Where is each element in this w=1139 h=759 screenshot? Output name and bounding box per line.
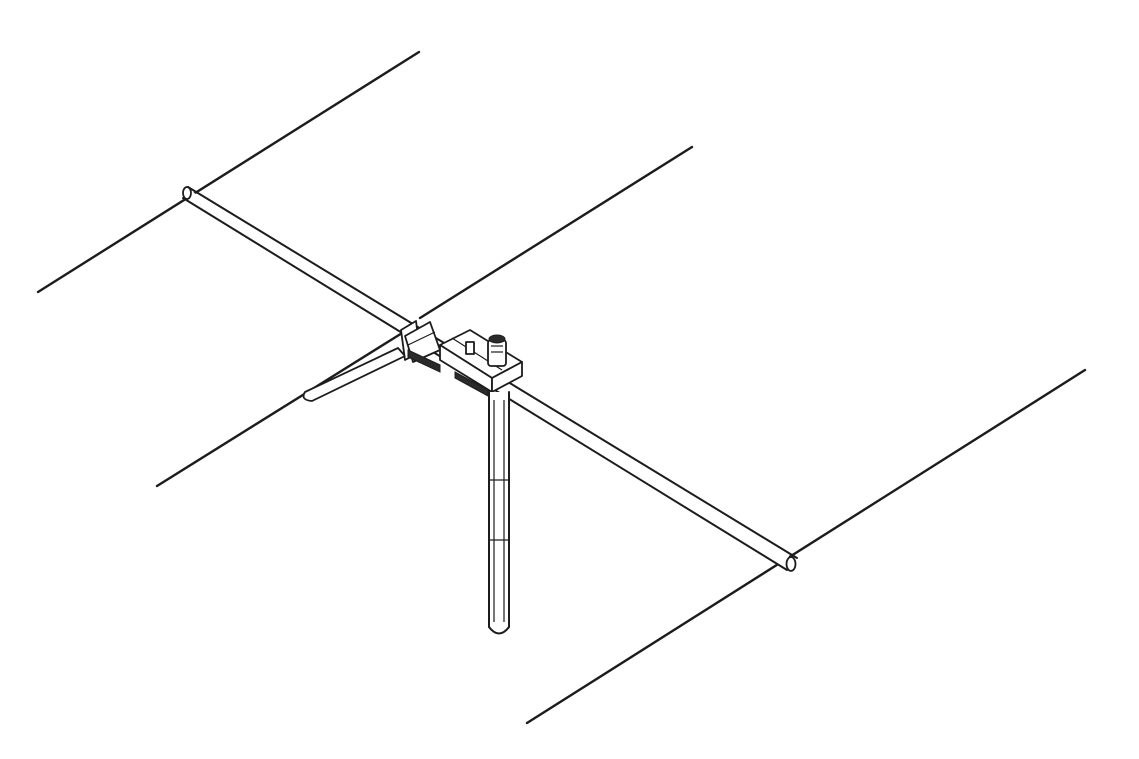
reflector-element (36, 50, 421, 294)
u-bolt-nut (487, 334, 507, 367)
gamma-match-arm (302, 347, 406, 402)
director-element (525, 368, 1087, 725)
driven-element (155, 145, 694, 488)
mast-tube (488, 391, 510, 635)
